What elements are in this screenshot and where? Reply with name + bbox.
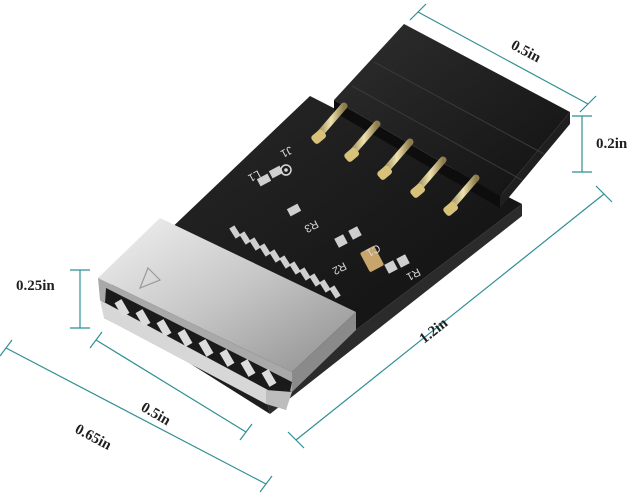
contact-pad xyxy=(229,225,241,239)
contact-pad xyxy=(319,279,331,293)
silk-l1: L1 xyxy=(246,167,262,183)
gold-pin-foot xyxy=(443,201,458,216)
gold-pin-foot xyxy=(344,147,359,162)
gold-pin-foot xyxy=(311,129,326,144)
contact-pad xyxy=(299,267,311,281)
connector-contact xyxy=(114,299,130,317)
contact-pad xyxy=(329,285,341,299)
contact-pad xyxy=(309,273,321,287)
contact-pad xyxy=(269,249,281,263)
connector-contacts xyxy=(114,299,277,387)
silkscreen-labels: J1 L1 R3 C1 R2 R1 xyxy=(246,143,422,282)
gold-pin-foot xyxy=(377,165,392,180)
connector-contact xyxy=(135,309,151,327)
connector-contact xyxy=(156,319,172,337)
connector-contact xyxy=(177,329,193,347)
connector-contact xyxy=(198,339,214,357)
dim-board-width: 0.65in xyxy=(72,421,114,454)
gold-pins xyxy=(311,102,480,216)
smd-components xyxy=(256,164,410,274)
silk-r1: R1 xyxy=(404,265,422,282)
contact-pad xyxy=(289,261,301,275)
silk-r3: R3 xyxy=(302,217,320,234)
contact-pad xyxy=(259,243,271,257)
dim-header-length: 0.5in xyxy=(508,37,544,66)
dim-header-height: 0.2in xyxy=(596,136,628,152)
contact-pad xyxy=(239,231,251,245)
connector-contact xyxy=(261,369,277,387)
connector-contact xyxy=(219,349,235,367)
dim-port-height: 0.25in xyxy=(16,278,55,294)
gold-pin-foot xyxy=(410,183,425,198)
contact-pads xyxy=(229,225,341,299)
dim-port-width: 0.5in xyxy=(138,400,174,430)
dimension-lines xyxy=(0,3,613,493)
silk-c1: C1 xyxy=(364,241,382,258)
contact-pad xyxy=(279,255,291,269)
silk-j1: J1 xyxy=(278,143,294,159)
silk-r2: R2 xyxy=(330,259,348,276)
connector-contact xyxy=(240,359,256,377)
contact-pad xyxy=(249,237,261,251)
